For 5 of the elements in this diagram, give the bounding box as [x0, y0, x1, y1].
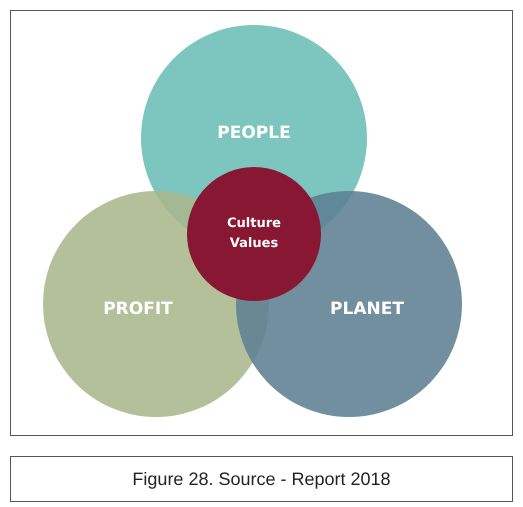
circle-label: Culture Values [226, 215, 282, 253]
circle-label: PROFIT [102, 299, 174, 319]
figure-caption: Figure 28. Source - Report 2018 [10, 456, 513, 502]
circle-label: PEOPLE [216, 123, 292, 143]
circle-label: PLANET [329, 299, 405, 319]
